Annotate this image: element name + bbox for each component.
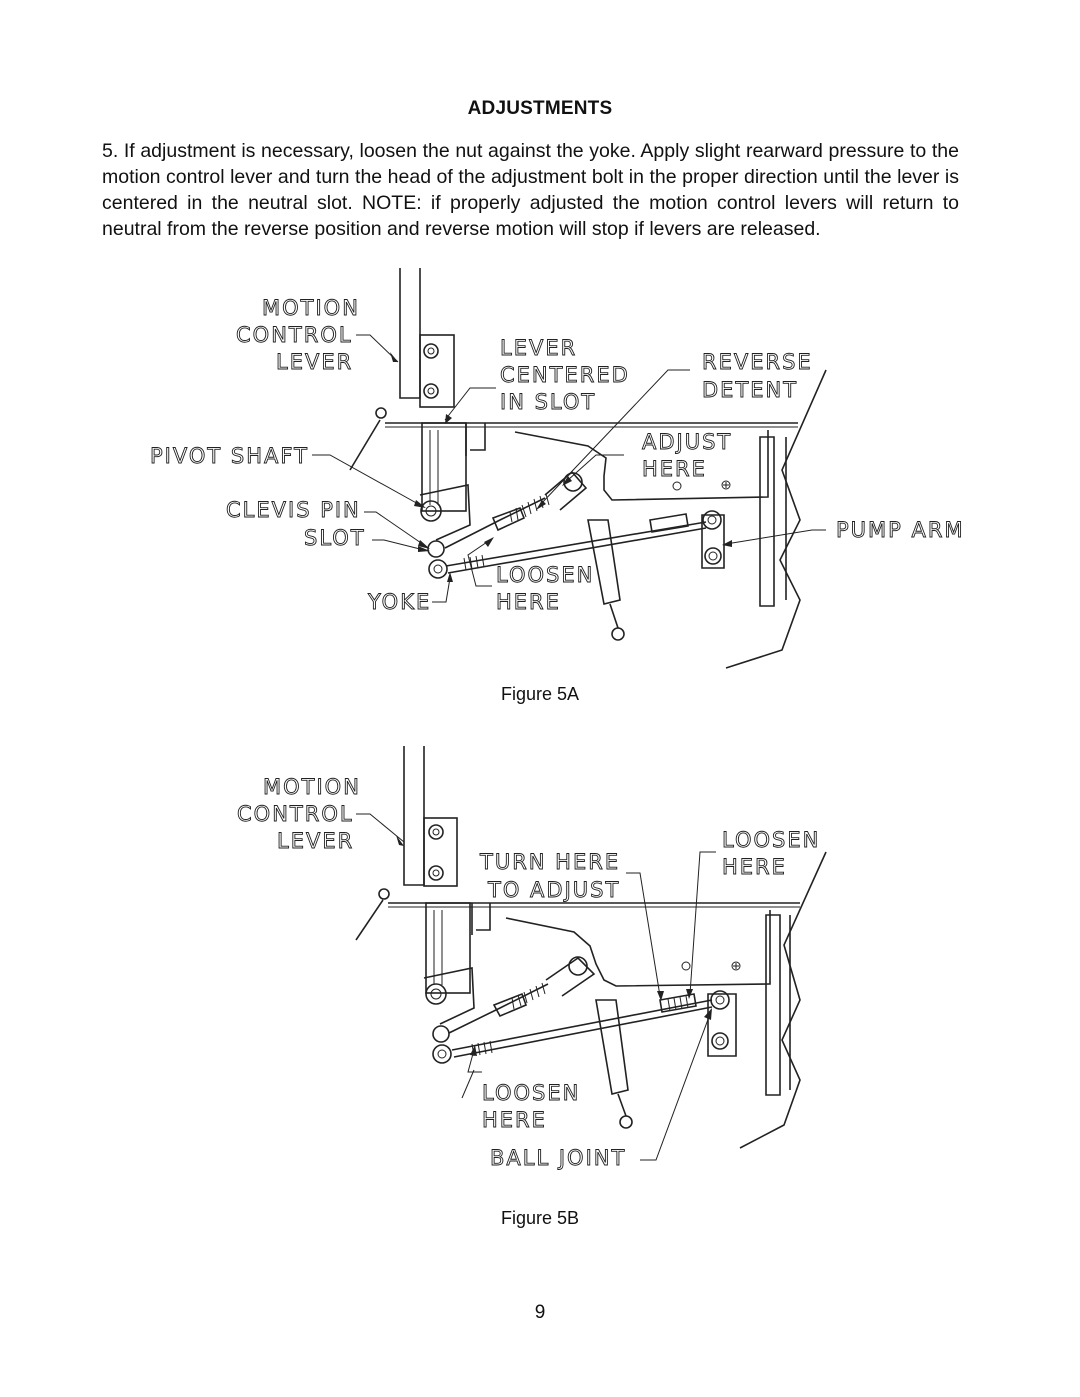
section-heading: ADJUSTMENTS — [467, 98, 613, 119]
label-ball-joint: BALL JOINT — [490, 1146, 626, 1170]
figure-5a-diagram: MOTION CONTROL LEVER LEVER CENTERED IN S… — [150, 268, 965, 669]
label-lever-centered-3: IN SLOT — [500, 390, 596, 414]
figure-5a-caption: Figure 5A — [500, 684, 580, 704]
label-clevis-pin: CLEVIS PIN — [226, 498, 361, 522]
label-turn-here: TURN HERE — [479, 850, 620, 874]
label-lever: LEVER — [276, 350, 353, 374]
label-loosen-top: LOOSEN — [722, 828, 820, 852]
label-yoke: YOKE — [367, 590, 431, 614]
label-slot: SLOT — [304, 526, 366, 550]
label-lever-centered-1: LEVER — [500, 336, 577, 360]
label-here-top: HERE — [722, 855, 787, 879]
label-lever-centered-2: CENTERED — [500, 363, 630, 387]
label-loosen-bottom: LOOSEN — [482, 1081, 580, 1105]
instruction-paragraph: 5. If adjustment is necessary, loosen th… — [102, 140, 959, 240]
label-adjust: ADJUST — [642, 430, 732, 454]
label-lever-b: LEVER — [277, 829, 354, 853]
label-reverse: REVERSE — [702, 350, 813, 374]
label-control: CONTROL — [236, 323, 353, 347]
label-here-bottom: HERE — [482, 1108, 547, 1132]
page-number: 9 — [534, 1302, 546, 1323]
figure-5b-diagram: MOTION CONTROL LEVER TURN HERE TO ADJUST… — [237, 746, 827, 1170]
label-to-adjust: TO ADJUST — [487, 878, 620, 902]
figure-5b-caption: Figure 5B — [500, 1208, 580, 1228]
label-control-b: CONTROL — [237, 802, 354, 826]
label-detent: DETENT — [702, 378, 798, 402]
label-pump-arm: PUMP ARM — [836, 518, 965, 542]
label-loosen: LOOSEN — [496, 563, 594, 587]
label-pivot-shaft: PIVOT SHAFT — [150, 444, 309, 468]
label-adjust-here: HERE — [642, 457, 707, 481]
label-motion-b: MOTION — [263, 775, 361, 799]
label-loosen-here: HERE — [496, 590, 561, 614]
label-motion: MOTION — [262, 296, 360, 320]
